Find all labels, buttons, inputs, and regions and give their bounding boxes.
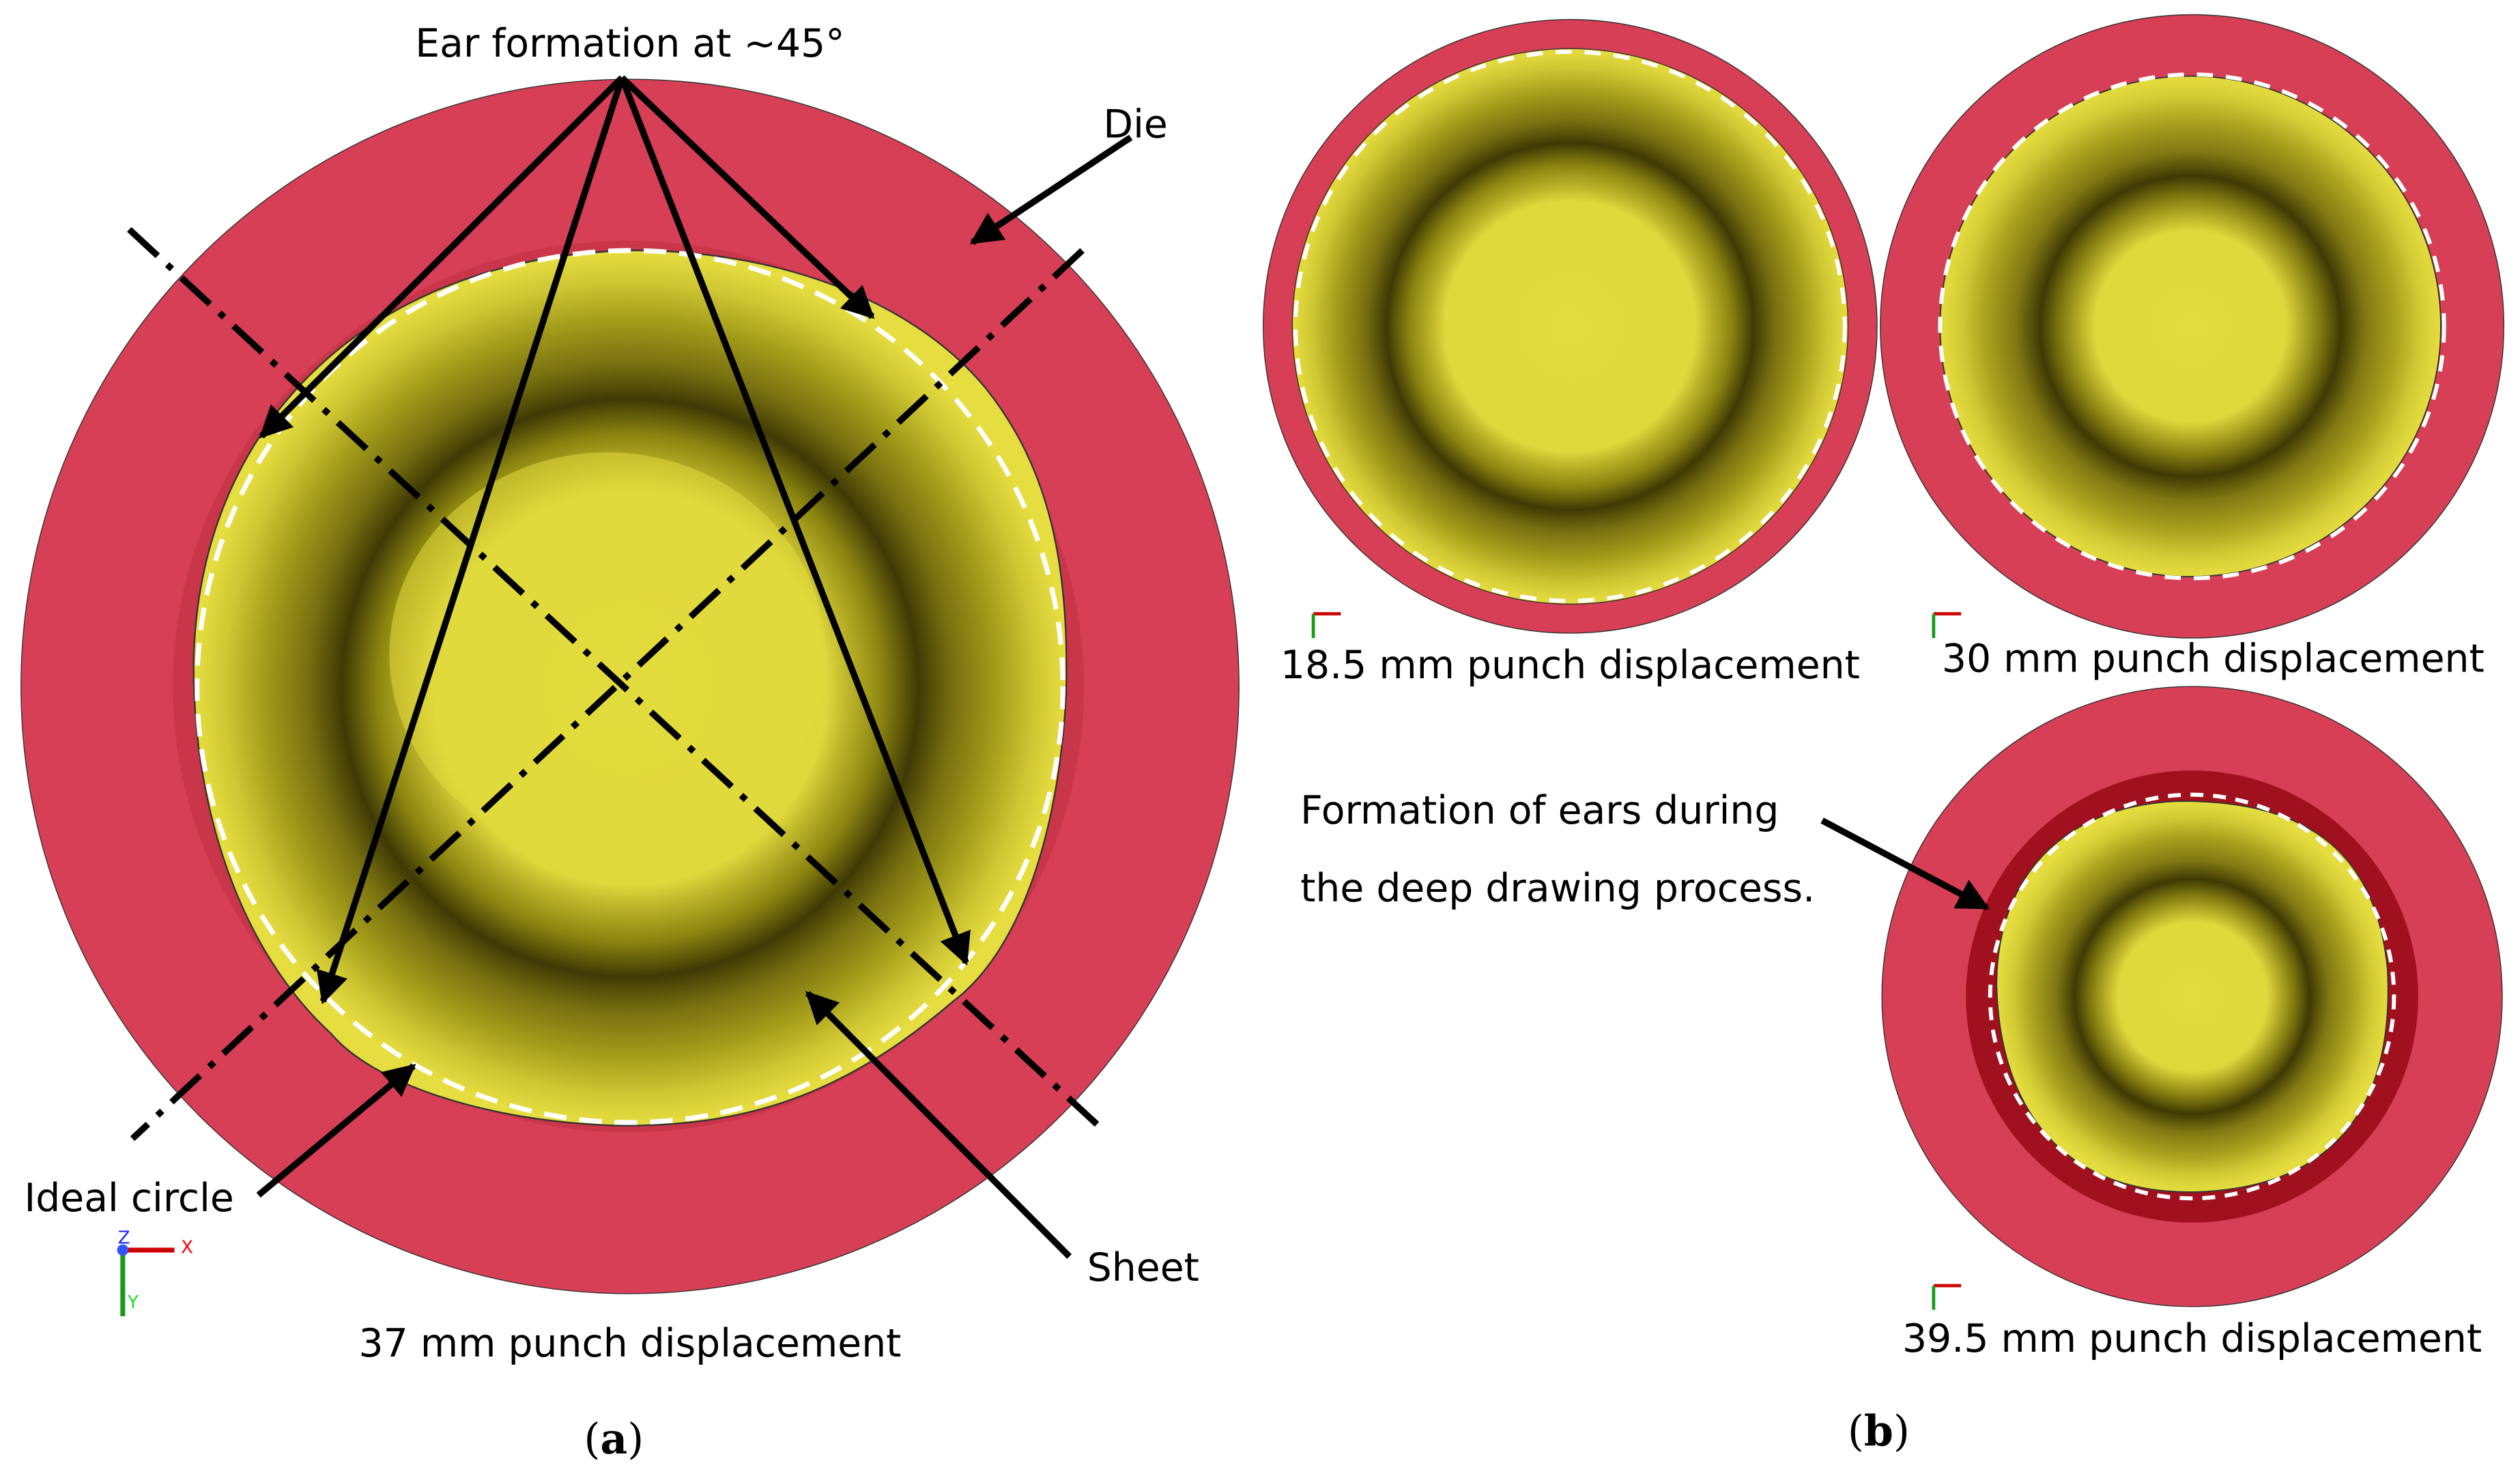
axis-y-label: Y <box>127 1292 139 1313</box>
panel-a-label: (a) <box>584 1414 644 1464</box>
axis-triad-icon <box>1932 1283 1962 1310</box>
panel-b: 18.5 mm punch displacement 30 mm punch d… <box>1263 14 2505 1455</box>
caption-37mm: 37 mm punch displacement <box>359 1321 902 1366</box>
ideal-circle-arrow <box>256 1063 416 1198</box>
caption-30mm: 30 mm punch displacement <box>1942 637 2485 682</box>
sheet <box>1939 75 2442 578</box>
axis-triad-icon: X Z Y <box>117 1228 193 1317</box>
ear-formation-arrow <box>1820 817 1990 911</box>
panel-a: Ear formation at ~45° Die Ideal circle S… <box>20 21 1240 1464</box>
dash-dot-axis-2 <box>130 248 1085 1142</box>
sheet <box>1291 48 1849 605</box>
ideal-circle <box>1938 72 2446 581</box>
axis-x-label: X <box>181 1238 193 1258</box>
view-30mm: 30 mm punch displacement <box>1880 14 2505 682</box>
punch-face <box>389 452 826 856</box>
axis-triad-icon <box>1932 612 1962 639</box>
view-39-5mm: 39.5 mm punch displacement <box>1881 686 2503 1361</box>
ear-arrows <box>256 75 1133 1259</box>
ideal-circle-label: Ideal circle <box>25 1176 234 1221</box>
ear-arrow-top-left <box>259 75 625 439</box>
sheet <box>1996 800 2389 1193</box>
die-label: Die <box>1103 102 1167 147</box>
ear-arrow-top-right <box>619 75 875 319</box>
die-arrow <box>969 134 1133 246</box>
axis-z-label: Z <box>118 1228 130 1249</box>
panel-b-label: (b) <box>1848 1406 1910 1455</box>
ear-formation-annotation-line1: Formation of ears during <box>1300 788 1779 833</box>
ear-formation-label: Ear formation at ~45° <box>415 21 844 66</box>
caption-39-5mm: 39.5 mm punch displacement <box>1902 1316 2482 1361</box>
axis-triad-icon <box>1311 612 1341 639</box>
dash-dot-axis-1 <box>127 227 1101 1129</box>
ideal-circle <box>1988 792 2396 1201</box>
ideal-circle <box>1293 49 1847 603</box>
ear-formation-annotation-line2: the deep drawing process. <box>1300 866 1815 911</box>
ideal-circle <box>195 248 1065 1125</box>
ear-arrow-bottom-right <box>618 76 971 966</box>
caption-18-5mm: 18.5 mm punch displacement <box>1280 643 1860 688</box>
sheet-label: Sheet <box>1087 1245 1199 1290</box>
sheet-arrow <box>805 991 1072 1259</box>
ear-arrow-bottom-left <box>316 76 625 1005</box>
view-18-5mm: 18.5 mm punch displacement <box>1263 18 1878 688</box>
